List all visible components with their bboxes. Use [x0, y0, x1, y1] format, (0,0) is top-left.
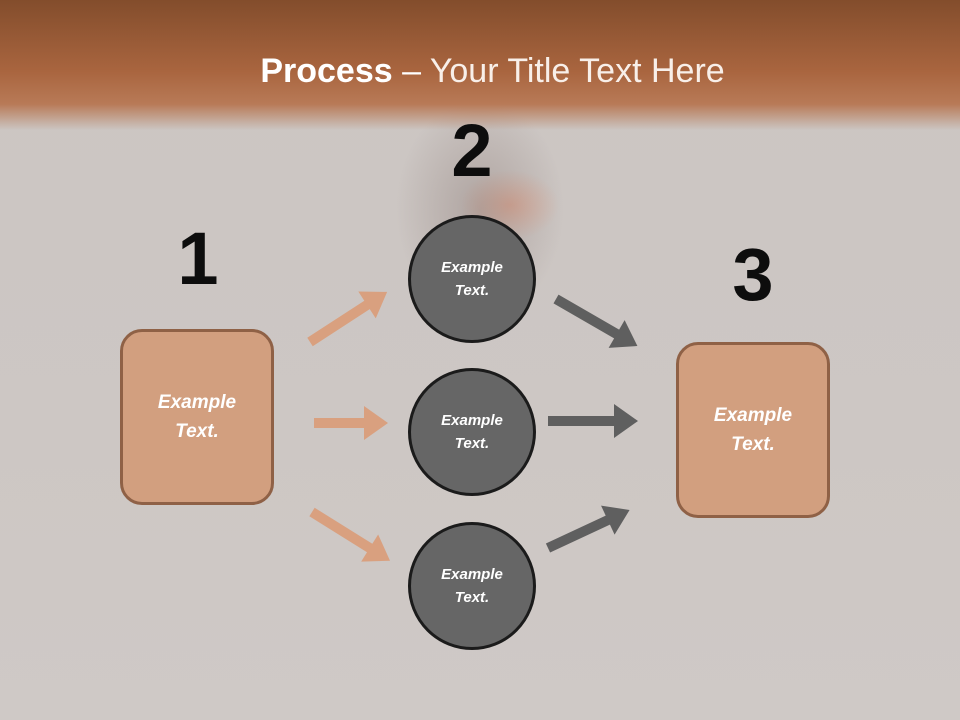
circle-bottom-label: Example Text. [441, 566, 503, 606]
circle-bottom: Example Text. [408, 522, 536, 650]
title-separator: – [392, 52, 430, 90]
arrow-right-up [545, 505, 630, 553]
title-bold: Process [260, 52, 393, 90]
circle-middle: Example Text. [408, 368, 536, 496]
circle-top-label: Example Text. [441, 259, 503, 299]
step-number-1: 1 [177, 217, 219, 300]
header-band [0, 0, 960, 130]
left-box-label: Example Text. [157, 392, 237, 442]
arrow-left-middle [314, 406, 388, 440]
step-number-2: 2 [451, 109, 493, 192]
arrow-right-down [553, 294, 638, 348]
right-box: Example Text. [676, 342, 830, 518]
right-box-label: Example Text. [713, 405, 793, 455]
arrow-right-middle [548, 404, 638, 438]
left-box: Example Text. [120, 329, 274, 505]
slide-title: Process – Your Title Text Here [0, 52, 960, 91]
circle-top: Example Text. [408, 215, 536, 343]
arrow-left-down [309, 507, 391, 562]
circle-middle-label: Example Text. [441, 412, 503, 452]
step-number-3: 3 [732, 233, 774, 316]
title-rest: Your Title Text Here [429, 52, 725, 90]
arrow-left-up [307, 291, 388, 347]
